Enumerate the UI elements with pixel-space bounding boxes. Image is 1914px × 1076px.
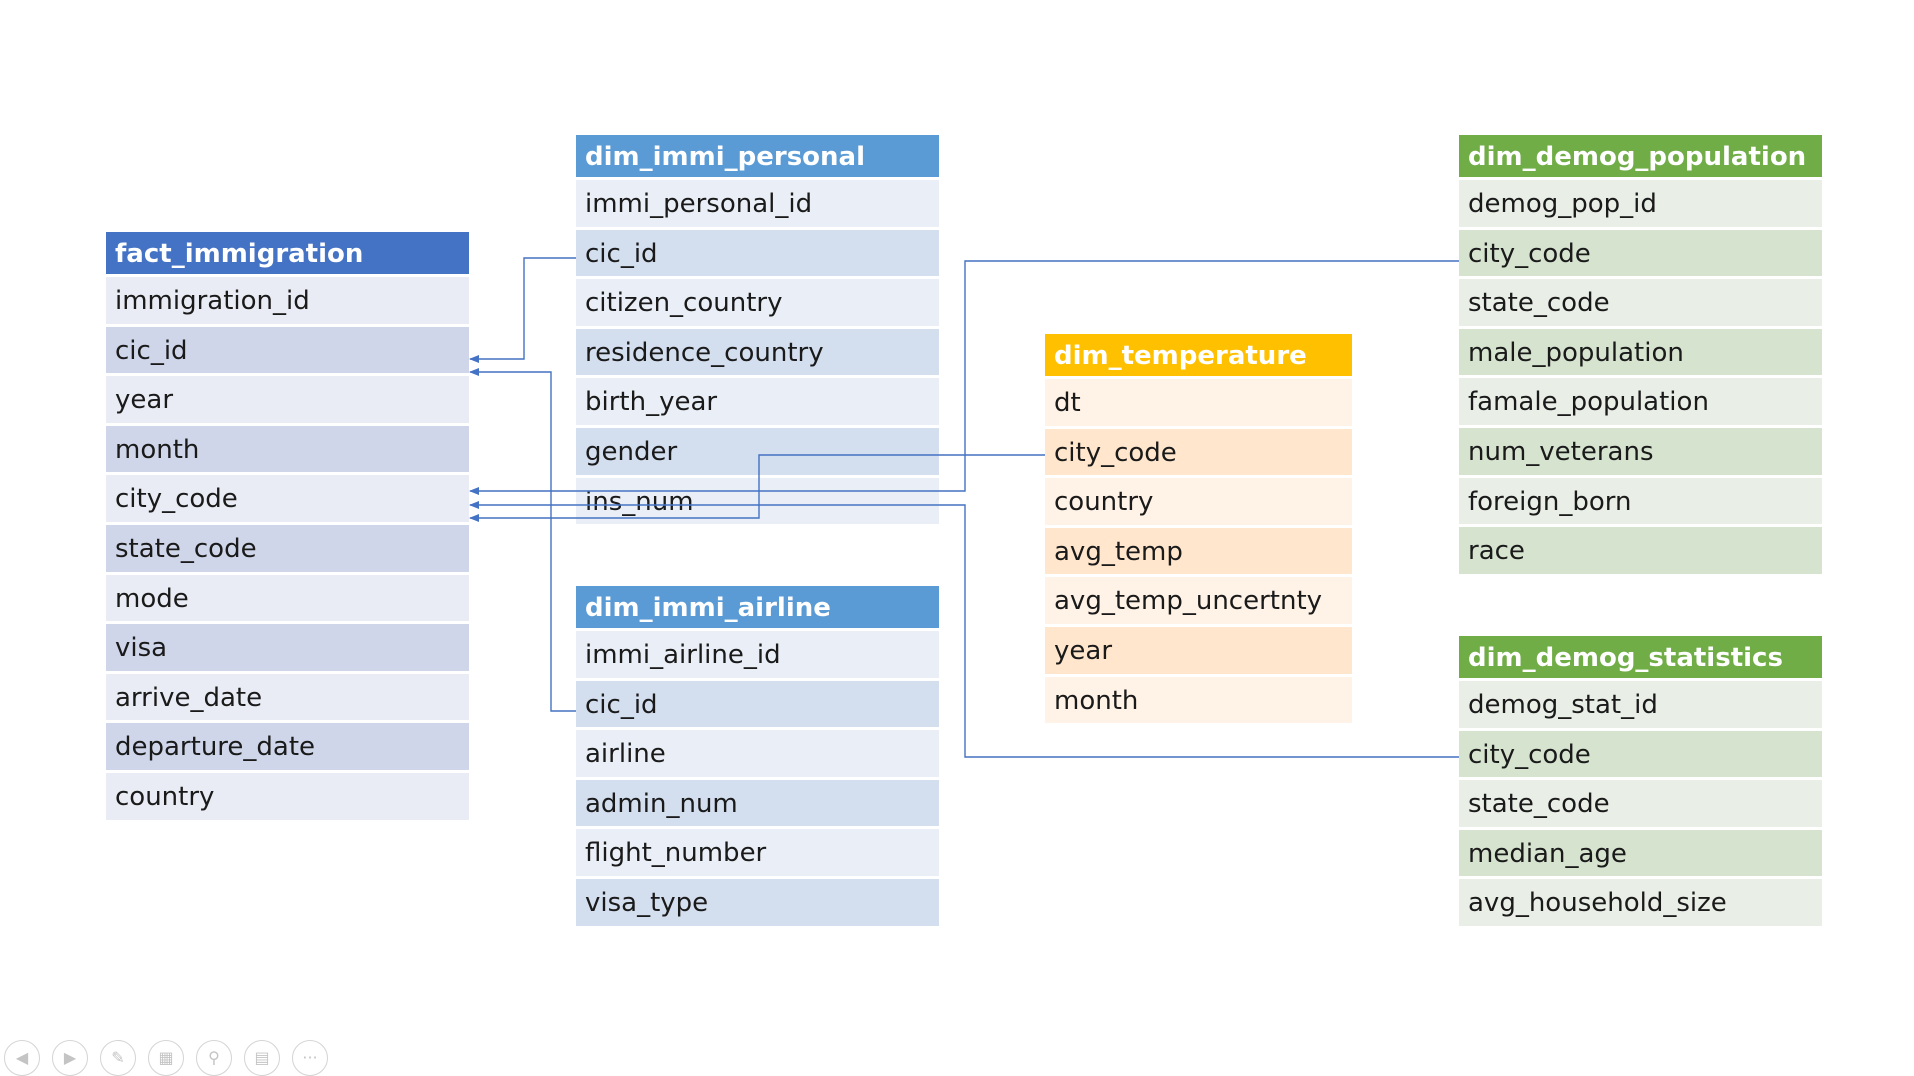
zoom-icon[interactable]: ⚲ <box>196 1040 232 1076</box>
table-row: dt <box>1045 379 1352 429</box>
table-row: month <box>106 425 469 476</box>
table-row: admin_num <box>576 779 939 830</box>
table-row: avg_household_size <box>1459 879 1822 929</box>
table-dim-demog-statistics: dim_demog_statistics demog_stat_id city_… <box>1459 636 1822 929</box>
table-row: famale_population <box>1459 378 1822 428</box>
connector-personal-cic-id <box>469 257 576 363</box>
table-row: avg_temp_uncertnty <box>1045 577 1352 627</box>
table-row: month <box>1045 676 1352 727</box>
connector-airline-cic-id <box>469 368 576 712</box>
table-dim-demog-population: dim_demog_population demog_pop_id city_c… <box>1459 135 1822 577</box>
table-header: fact_immigration <box>106 232 469 277</box>
table-row: airline <box>576 730 939 780</box>
table-row: mode <box>106 574 469 625</box>
slides-icon[interactable]: ▦ <box>148 1040 184 1076</box>
table-row: arrive_date <box>106 673 469 724</box>
table-row: city_code <box>1459 730 1822 781</box>
table-row: city_code <box>106 475 469 525</box>
table-row: year <box>106 376 469 426</box>
table-row: residence_country <box>576 328 939 379</box>
table-row: departure_date <box>106 723 469 773</box>
table-row: race <box>1459 527 1822 577</box>
table-row: demog_pop_id <box>1459 180 1822 230</box>
table-row: city_code <box>1045 428 1352 479</box>
table-row: num_veterans <box>1459 427 1822 478</box>
table-row: immi_airline_id <box>576 631 939 681</box>
table-header: dim_demog_population <box>1459 135 1822 180</box>
table-row: ins_num <box>576 477 939 528</box>
table-row: male_population <box>1459 328 1822 379</box>
table-row: foreign_born <box>1459 477 1822 528</box>
table-row: visa_type <box>576 878 939 929</box>
table-row: state_code <box>1459 279 1822 329</box>
table-row: country <box>106 772 469 823</box>
more-icon[interactable]: ··· <box>292 1040 328 1076</box>
table-row: birth_year <box>576 378 939 428</box>
table-row: median_age <box>1459 829 1822 880</box>
table-row: state_code <box>1459 780 1822 830</box>
table-row: demog_stat_id <box>1459 681 1822 731</box>
table-row: immi_personal_id <box>576 180 939 230</box>
table-row: visa <box>106 624 469 674</box>
table-dim-immi-airline: dim_immi_airline immi_airline_id cic_id … <box>576 586 939 929</box>
table-dim-temperature: dim_temperature dt city_code country avg… <box>1045 334 1352 727</box>
table-header: dim_immi_personal <box>576 135 939 180</box>
table-row: immigration_id <box>106 277 469 327</box>
table-header: dim_demog_statistics <box>1459 636 1822 681</box>
table-row: flight_number <box>576 829 939 879</box>
table-header: dim_immi_airline <box>576 586 939 631</box>
table-row: cic_id <box>106 326 469 377</box>
next-icon[interactable]: ▶ <box>52 1040 88 1076</box>
table-row: state_code <box>106 524 469 575</box>
table-row: gender <box>576 427 939 478</box>
previous-icon[interactable]: ◀ <box>4 1040 40 1076</box>
subtitles-icon[interactable]: ▤ <box>244 1040 280 1076</box>
table-row: cic_id <box>576 229 939 280</box>
table-row: city_code <box>1459 229 1822 280</box>
pen-icon[interactable]: ✎ <box>100 1040 136 1076</box>
table-dim-immi-personal: dim_immi_personal immi_personal_id cic_i… <box>576 135 939 528</box>
table-row: cic_id <box>576 680 939 731</box>
table-row: avg_temp <box>1045 527 1352 578</box>
table-row: country <box>1045 478 1352 528</box>
table-row: year <box>1045 626 1352 677</box>
table-fact-immigration: fact_immigration immigration_id cic_id y… <box>106 232 469 823</box>
table-row: citizen_country <box>576 279 939 329</box>
table-header: dim_temperature <box>1045 334 1352 379</box>
